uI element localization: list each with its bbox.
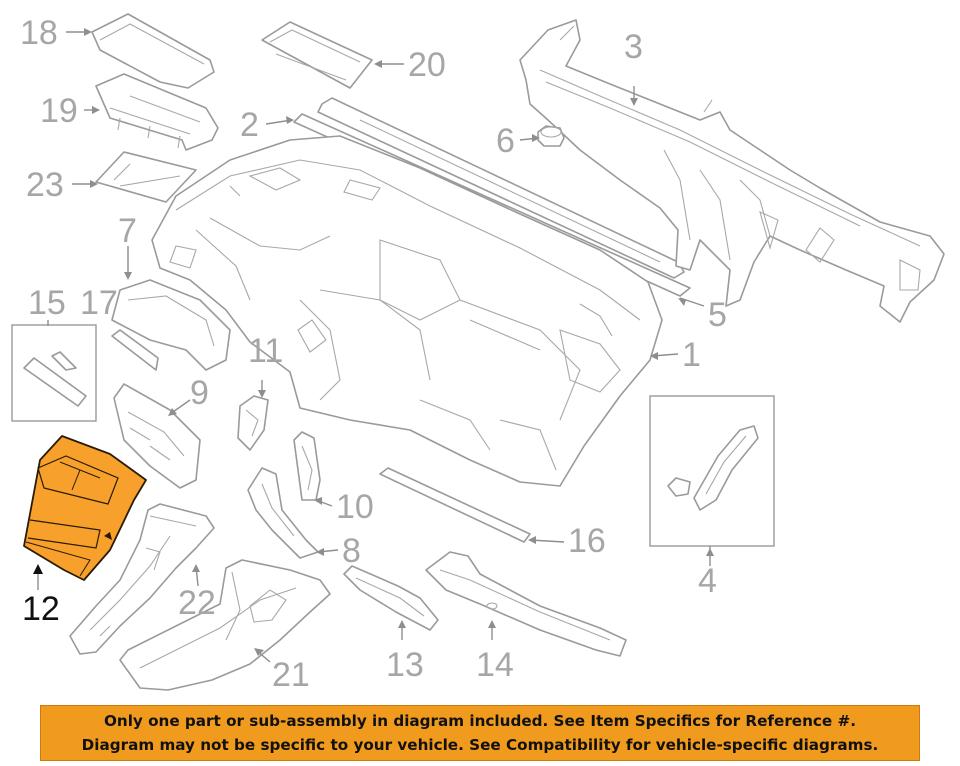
part-9 [113,383,201,489]
callout-7: 7 [118,212,137,250]
part-14 [425,551,627,657]
part-8 [247,467,319,559]
callout-13: 13 [386,646,424,684]
part-3 [519,19,945,323]
callout-8: 8 [342,532,361,570]
part-12-highlighted [23,435,147,581]
callout-4: 4 [698,562,717,600]
part-22 [69,503,215,655]
callout-14: 14 [476,646,514,684]
callout-18: 18 [20,14,58,52]
part-11 [237,395,269,451]
callout-1: 1 [682,336,701,374]
callout-21: 21 [272,656,310,694]
part-15-box [11,324,97,422]
callout-16: 16 [568,522,606,560]
part-4-box [649,395,775,547]
callout-12-highlighted: 12 [22,590,60,628]
part-20 [261,21,373,89]
callout-22: 22 [178,584,216,622]
part-23 [95,151,197,203]
part-17 [111,279,231,371]
disclaimer-banner: Only one part or sub-assembly in diagram… [40,705,920,761]
callout-3: 3 [624,28,643,66]
callout-9: 9 [190,374,209,412]
part-19 [95,73,219,151]
callout-labels: 18 19 23 20 2 3 6 7 15 17 5 1 11 9 10 8 … [20,14,727,694]
callout-19: 19 [40,92,78,130]
callout-5: 5 [708,296,727,334]
callout-10: 10 [336,488,374,526]
callout-20: 20 [408,46,446,84]
arrowheads [33,28,714,656]
callout-15: 15 [28,284,66,322]
part-16 [379,467,531,543]
callout-17: 17 [80,284,118,322]
part-18 [91,13,215,89]
callout-11: 11 [248,332,283,370]
callout-23: 23 [26,166,64,204]
callout-2: 2 [240,106,259,144]
part-1 [151,135,663,487]
callout-6: 6 [496,122,515,160]
part-13 [343,565,439,631]
part-5 [317,97,685,279]
banner-line-1: Only one part or sub-assembly in diagram… [103,712,857,730]
part-10 [293,431,321,501]
part-21 [119,559,331,691]
banner-line-2: Diagram may not be specific to your vehi… [81,736,879,754]
part-6 [537,125,565,147]
